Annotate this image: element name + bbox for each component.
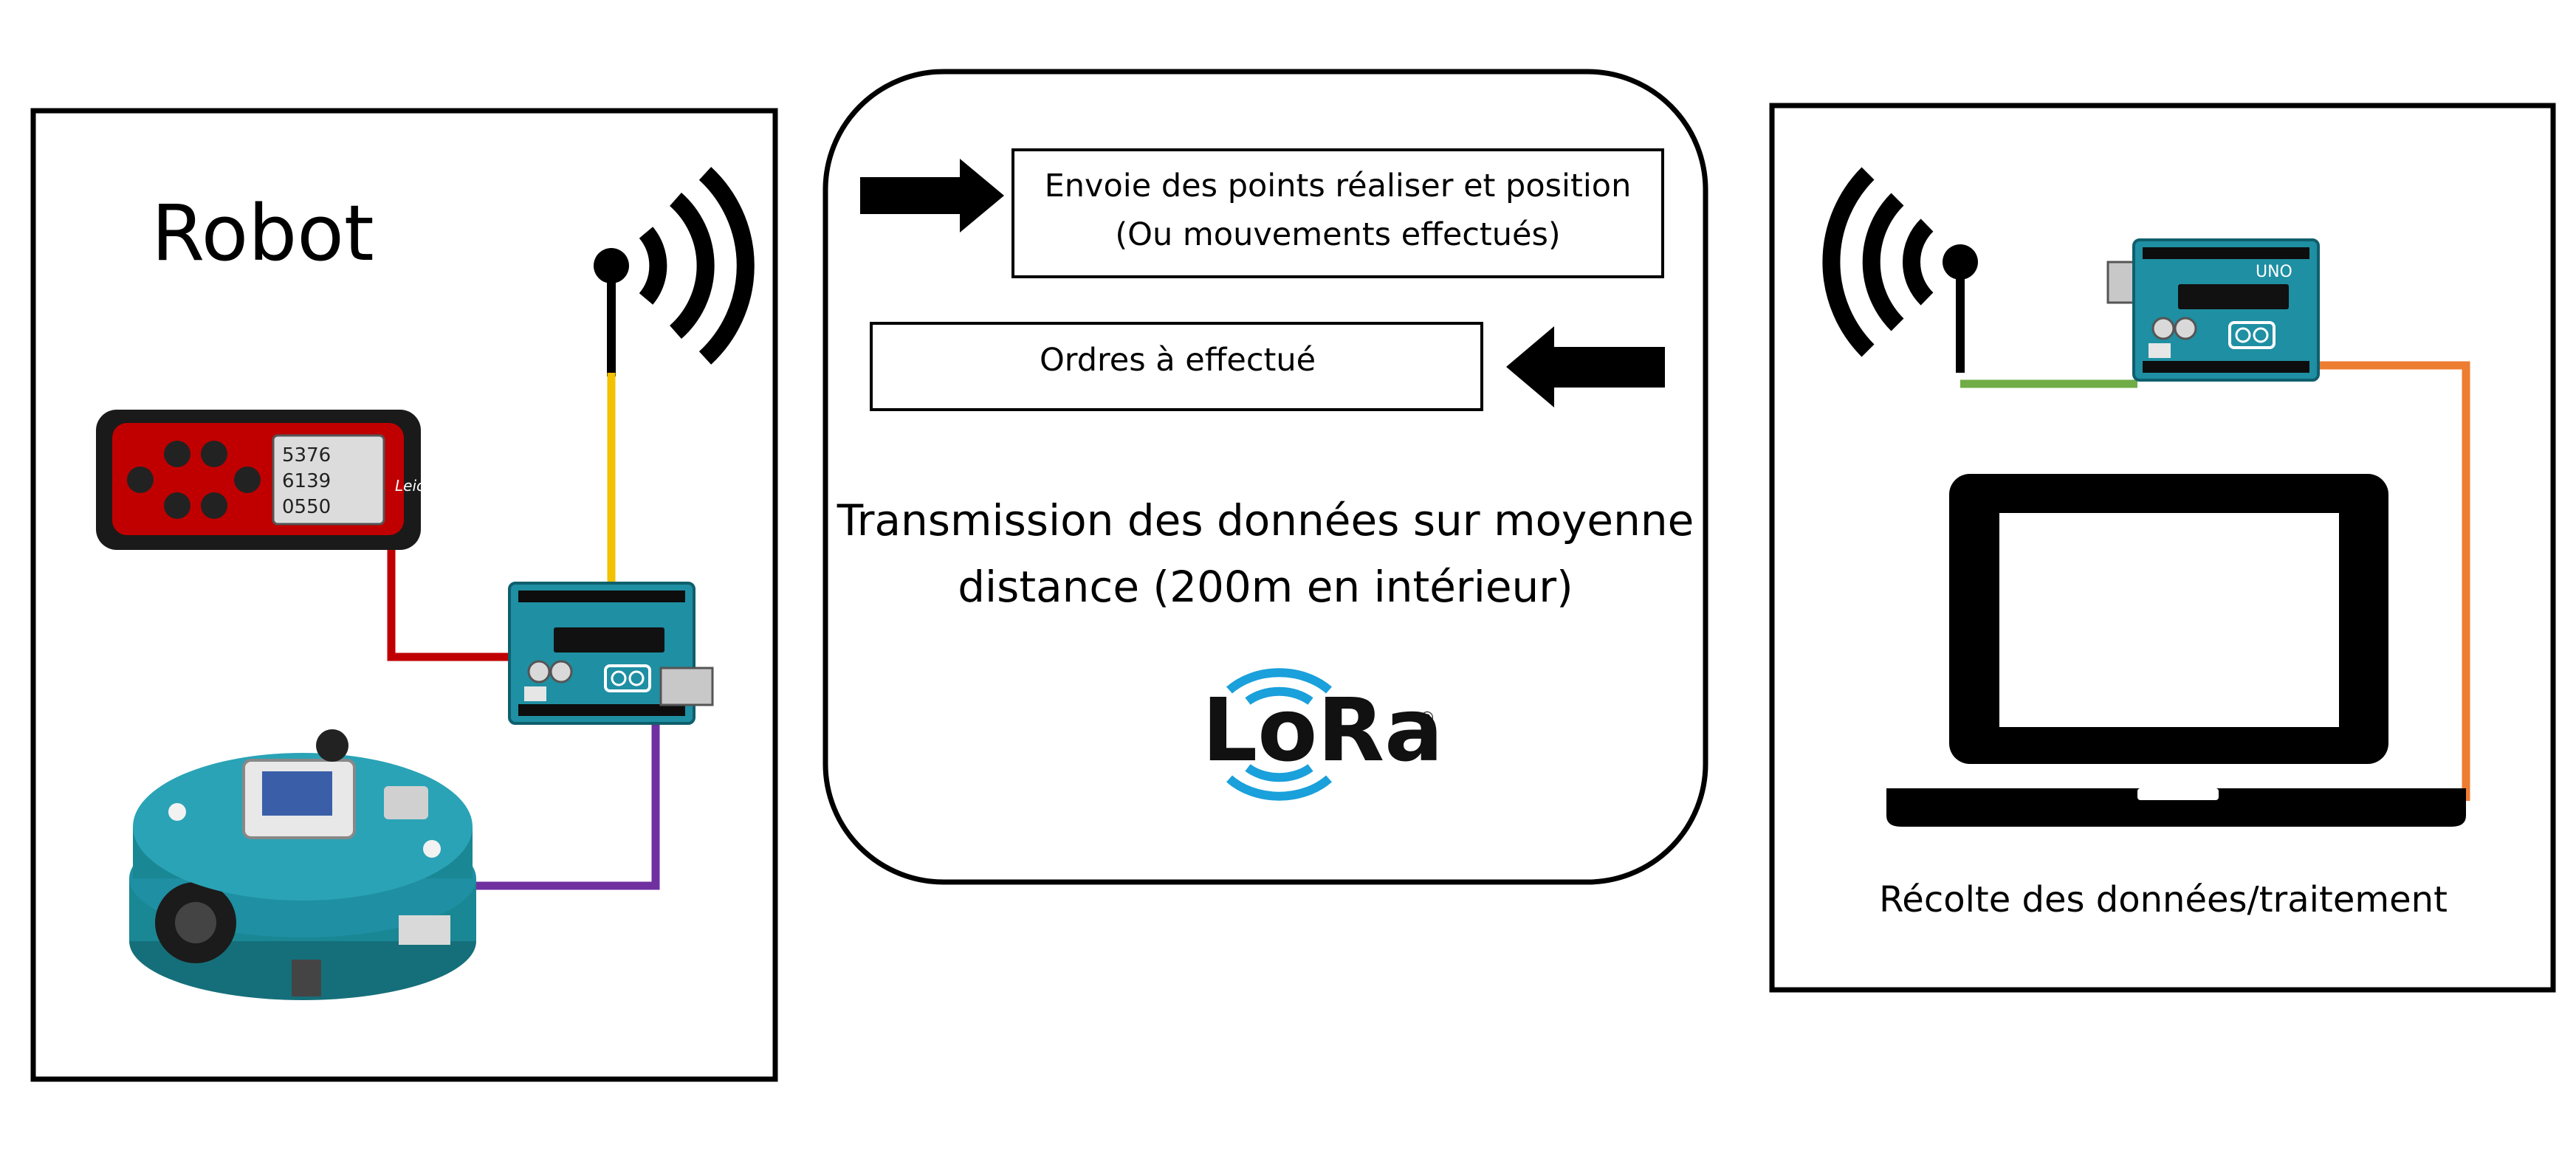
lora-logo-text: LoRa: [1202, 679, 1443, 781]
wire-orange: [2307, 361, 2470, 801]
wire-red: [387, 539, 524, 661]
transmission-panel: Envoie des points réaliser et position (…: [822, 69, 1708, 885]
rangefinder-readout-2: 6139: [282, 470, 331, 492]
arduino-board-icon: UNO: [2106, 238, 2320, 382]
arrow-right-icon: [860, 159, 1004, 233]
transmission-line2: distance (200m en intérieur): [958, 562, 1573, 612]
message-to-pc-line2: (Ou mouvements effectués): [1115, 216, 1560, 253]
transmission-line1: Transmission des données sur moyenne: [837, 495, 1694, 545]
robot-icon: [129, 729, 476, 1000]
lora-logo-mark: ®: [1419, 709, 1435, 728]
rangefinder-brand: Leica: [395, 477, 433, 495]
message-to-robot-box: [870, 322, 1483, 411]
pc-panel-frame: [1769, 103, 2556, 993]
pc-panel: UNO Récolte des données/traitement: [1769, 103, 2556, 993]
message-to-pc-box: [1011, 148, 1664, 278]
transmission-panel-frame: [822, 69, 1708, 885]
pc-caption: Récolte des données/traitement: [1879, 879, 2448, 920]
message-to-pc-line1: Envoie des points réaliser et position: [1045, 168, 1632, 204]
antenna-icon: [594, 167, 755, 376]
robot-panel: Robot 5376 6139 0550 Leica: [30, 108, 778, 1082]
lora-logo-icon: LoRa ®: [1202, 668, 1443, 801]
antenna-icon: [1822, 167, 1978, 373]
board-label: UNO: [2256, 263, 2292, 281]
rangefinder-icon: 5376 6139 0550 Leica: [96, 410, 433, 550]
arduino-board-icon: [508, 582, 714, 725]
rangefinder-readout-3: 0550: [282, 496, 331, 518]
arrow-left-icon: [1506, 326, 1665, 407]
rangefinder-readout-1: 5376: [282, 444, 331, 466]
message-to-robot: Ordres à effectué: [1040, 342, 1316, 379]
robot-panel-frame: [30, 108, 778, 1082]
wire-purple: [450, 723, 660, 890]
laptop-icon: [1886, 474, 2466, 827]
robot-title: Robot: [151, 188, 374, 278]
